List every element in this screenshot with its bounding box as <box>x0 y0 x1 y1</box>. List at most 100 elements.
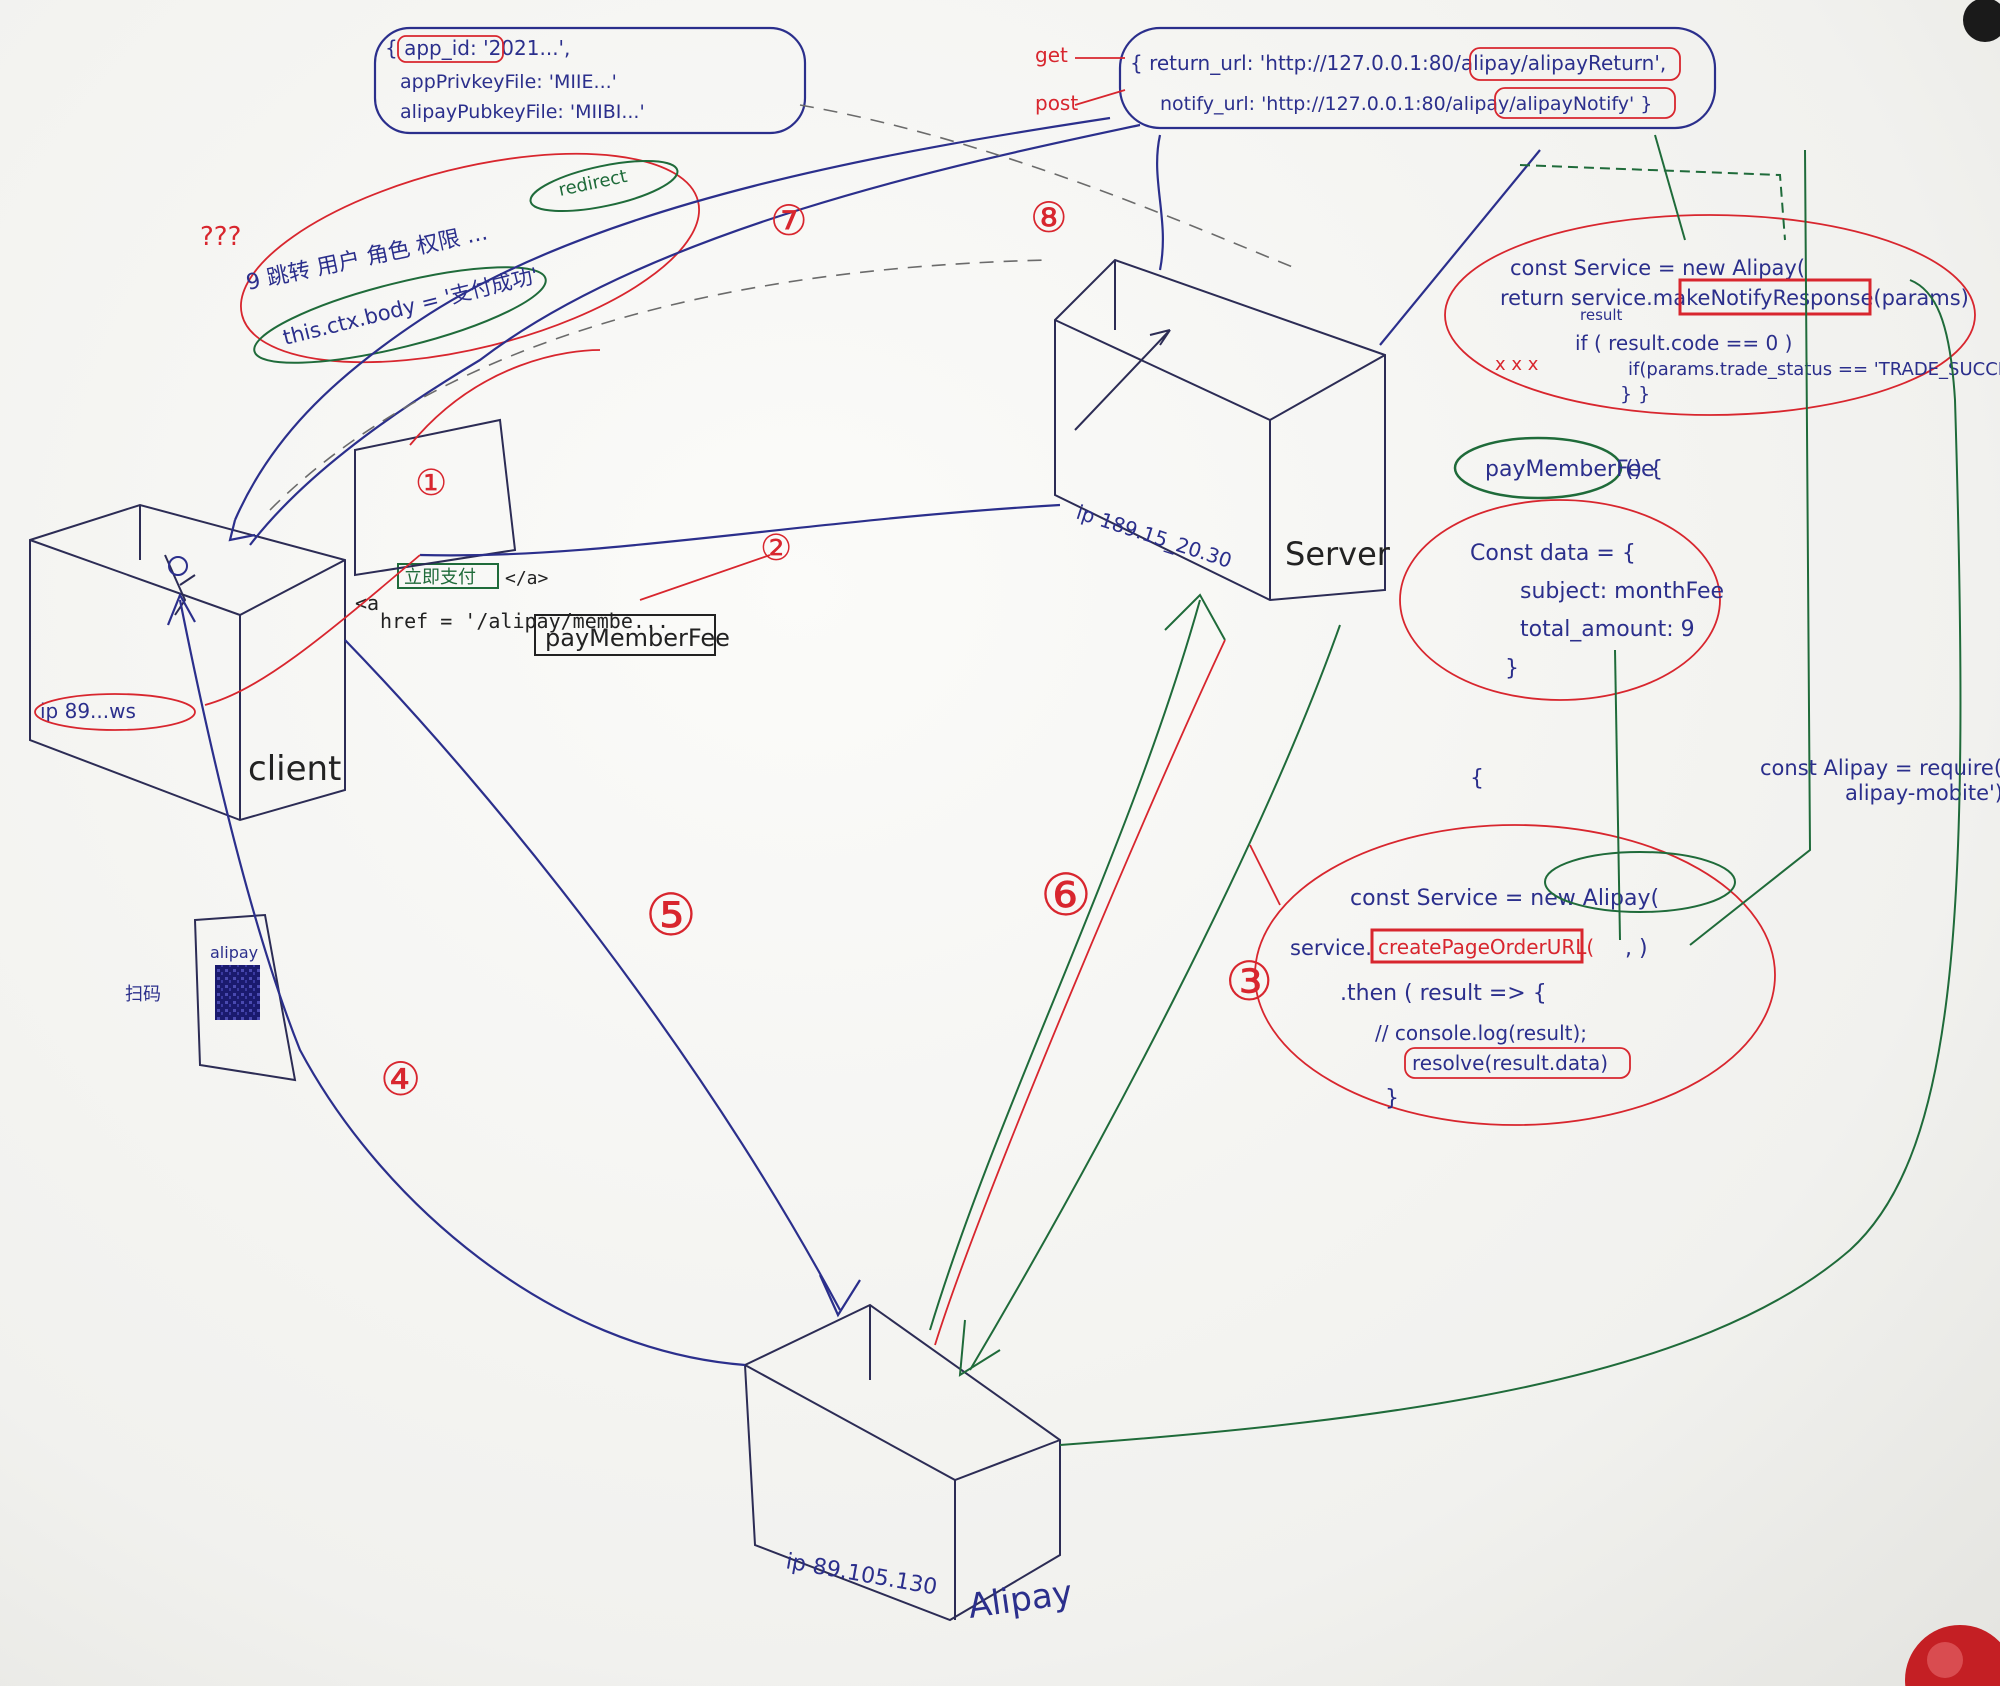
config-private-key: appPrivkeyFile: 'MIIE...' <box>400 71 617 93</box>
arrow-step-3 <box>969 624 1341 1371</box>
step-7: ⑦ <box>770 196 808 245</box>
return-url-highlight <box>1469 47 1681 81</box>
order-code-line2-method: createPageOrderURL( <box>1378 935 1594 959</box>
arrow-notify-dash <box>1519 164 1786 241</box>
notify-handler-code: const Service = new Alipay( return servi… <box>1444 214 2000 416</box>
connector-step-2 <box>639 554 771 601</box>
pay-function-name: payMemberFee <box>1485 457 1654 482</box>
notify-code-line5: } } <box>1620 383 1650 405</box>
server-label: Server <box>1285 535 1391 573</box>
pay-amount: total_amount: 9 <box>1520 617 1695 642</box>
return-url: { return_url: 'http://127.0.0.1:80/alipa… <box>1130 51 1666 75</box>
url-method-pointers <box>1074 57 1126 106</box>
flow-arrows <box>166 104 1962 1446</box>
scan-label: 扫码 <box>125 984 161 1005</box>
pay-function-name-bubble <box>1453 436 1623 500</box>
notify-code-mark: x x x <box>1495 354 1539 375</box>
arrow-head-6 <box>1164 593 1226 641</box>
order-code-line3: .then ( result => { <box>1340 981 1547 1006</box>
notify-code-line3: if ( result.code == 0 ) <box>1575 331 1792 355</box>
require-line2: alipay-mobite') <box>1845 781 2000 805</box>
server-ip: ip 189.15_20.30 <box>1073 500 1234 573</box>
notify-code-line1: const Service = new Alipay( <box>1510 256 1805 280</box>
config-block: { app_id: '2021...', appPrivkeyFile: 'MI… <box>373 26 807 135</box>
notify-url: notify_url: 'http://127.0.0.1:80/alipay/… <box>1160 93 1652 115</box>
client-person-head-icon <box>168 556 188 576</box>
order-args-bubble <box>1544 851 1736 913</box>
client-ip: ip 89...ws <box>40 699 136 723</box>
client-anchor-open: <a <box>355 591 379 615</box>
arrow-step-2 <box>419 503 1061 557</box>
return-body-bubble <box>253 266 547 364</box>
url-config-outline <box>1118 26 1717 130</box>
pay-data-line: Const data = { <box>1470 541 1636 566</box>
config-block-outline <box>373 26 807 135</box>
order-code-line5: resolve(result.data) <box>1412 1051 1608 1075</box>
redirect-bubble <box>529 159 679 213</box>
step-6: ⑥ <box>1040 861 1092 929</box>
step-2: ② <box>760 528 792 569</box>
qr-code-group: alipay 扫码 <box>125 913 297 1082</box>
alipay-box-edges <box>744 1305 1061 1620</box>
server-box-edges <box>1054 260 1386 600</box>
config-app-id: { app_id: '2021...', <box>385 36 570 60</box>
arrow-step-8 <box>1379 149 1541 346</box>
arrow-step-4 <box>178 599 746 1367</box>
client-route: payMemberFee <box>545 624 730 652</box>
step-1: ① <box>415 463 447 504</box>
pay-close: } <box>1505 656 1519 681</box>
order-resolve-highlight <box>1404 1047 1631 1079</box>
return-note-outline <box>240 152 700 364</box>
arrow-alipay-notify <box>1059 279 1962 1446</box>
connector-step-6 <box>934 639 1226 1346</box>
client-anchor-spacer <box>200 450 520 451</box>
notify-code-line2: return service.makeNotifyResponse(params… <box>1500 286 1969 310</box>
dashed-config-server <box>799 104 1301 271</box>
order-code-line2-prefix: service. <box>1290 936 1372 960</box>
url-post-label: post <box>1035 91 1078 115</box>
arrow-head-3 <box>958 1319 1001 1377</box>
client-anchor-close: </a> <box>505 568 549 589</box>
arrow-server-url <box>1156 134 1164 271</box>
client-route-box <box>534 614 716 656</box>
pin-icon <box>1963 0 2000 42</box>
alipay-node: ip 89.105.130 Alipay <box>743 1303 1075 1627</box>
order-code-line2-args: , ) <box>1625 936 1648 961</box>
step-8: ⑧ <box>1030 193 1068 242</box>
url-config-block: get post { return_url: 'http://127.0.0.1… <box>1035 26 1717 130</box>
connector-step-1 <box>409 349 601 446</box>
arrow-step-6 <box>929 599 1201 1331</box>
arrow-step-7 <box>233 116 1111 521</box>
config-public-key: alipayPubkeyFile: 'MIIBI...' <box>400 101 645 123</box>
arrow-head-5 <box>818 1274 861 1318</box>
arrow-step-5 <box>344 639 841 1311</box>
require-line1: const Alipay = require(' <box>1760 756 2000 780</box>
step-labels: ① ② ③ ④ ⑤ ⑥ ⑦ ⑧ <box>380 193 1273 1106</box>
client-box-edges <box>29 505 346 820</box>
client-anchor-text[interactable]: 立即支付 <box>404 567 476 588</box>
qr-card-outline <box>193 913 297 1082</box>
notify-method-highlight <box>1678 278 1872 316</box>
order-code-line6: } <box>1385 1086 1399 1111</box>
step-4: ④ <box>380 1052 421 1106</box>
arrow-pay-to-order <box>1614 649 1621 941</box>
pay-function-outline <box>1399 499 1721 701</box>
step-3: ③ <box>1225 950 1273 1013</box>
notify-code-line4: if(params.trade_status == 'TRADE_SUCCESS… <box>1628 359 2000 380</box>
config-app-id-highlight <box>397 35 504 63</box>
client-node: ip 89...ws client <a 立即支付 </a> href = '/… <box>29 418 730 822</box>
client-href: href = '/alipay/membe... <box>380 609 669 633</box>
require-statement: const Alipay = require(' alipay-mobite') <box>1760 756 2000 805</box>
order-method-highlight <box>1370 928 1584 964</box>
order-code-brace: { <box>1470 766 1484 791</box>
client-screen-frame <box>354 418 517 577</box>
arrow-head-7 <box>228 519 256 542</box>
connector-ip <box>204 554 421 706</box>
arrow-require-to-order <box>1689 149 1812 946</box>
alipay-ip: ip 89.105.130 <box>784 1549 939 1600</box>
return-handler-note: ??? 9 跳转 用户 角色 权限 ... redirect this.ctx.… <box>200 152 700 364</box>
dashed-client-server <box>269 259 1051 511</box>
server-inner-arrow <box>1074 329 1171 431</box>
